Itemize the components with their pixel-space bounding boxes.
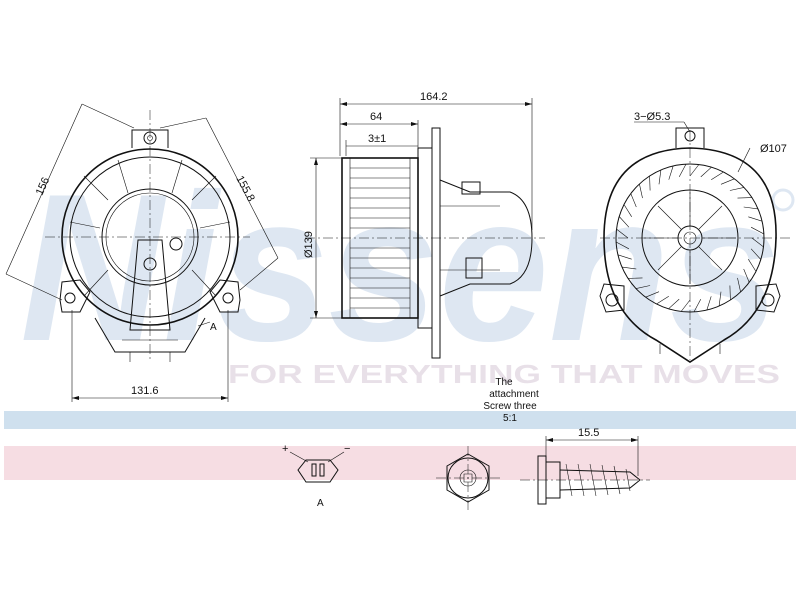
blade bbox=[621, 266, 637, 270]
blade bbox=[668, 298, 680, 310]
blade bbox=[743, 206, 759, 210]
blade bbox=[656, 296, 669, 305]
connector-minus: − bbox=[344, 443, 350, 455]
side-view: 164.2 64 3±1 Ø139 The attachment Screw t… bbox=[303, 91, 545, 424]
dim-64: 64 bbox=[370, 111, 382, 123]
blade bbox=[623, 204, 632, 217]
note-line-4: 5:1 bbox=[503, 413, 517, 424]
blade bbox=[737, 197, 753, 199]
blade bbox=[748, 259, 757, 272]
dim-15-5: 15.5 bbox=[578, 427, 599, 439]
connector-detail: + − A bbox=[282, 443, 350, 509]
dim-3-hole-5-3: 3−Ø5.3 bbox=[634, 111, 670, 123]
fan-blades bbox=[349, 158, 411, 318]
pink-band bbox=[4, 446, 796, 480]
blade bbox=[618, 216, 630, 228]
blade bbox=[615, 241, 630, 250]
connector-label-a: A bbox=[317, 498, 324, 509]
dim-107: Ø107 bbox=[760, 143, 787, 155]
dim-131-6: 131.6 bbox=[131, 385, 159, 397]
blade bbox=[627, 277, 643, 279]
blade bbox=[748, 216, 763, 222]
blade bbox=[616, 228, 629, 239]
screw-side-view: 15.5 bbox=[520, 427, 650, 505]
blade bbox=[751, 237, 764, 248]
detail-ref-a: A bbox=[210, 322, 217, 333]
attachment-note: The attachment Screw three 5:1 bbox=[483, 377, 539, 424]
blade bbox=[700, 166, 712, 178]
connector-plus: + bbox=[282, 443, 288, 455]
watermark-tagline: FOR EVERYTHING THAT MOVES bbox=[228, 359, 780, 389]
blade bbox=[639, 183, 643, 199]
blade bbox=[737, 277, 741, 293]
screw-threads bbox=[565, 463, 631, 497]
dim-3-1: 3±1 bbox=[368, 133, 386, 145]
screw-head-end-view bbox=[436, 446, 500, 510]
blade bbox=[743, 268, 750, 283]
front-view: 156 155.8 131.6 A bbox=[5, 103, 279, 402]
blade bbox=[706, 296, 712, 311]
note-line-3: Screw three bbox=[483, 401, 537, 412]
hub-spokes bbox=[644, 192, 736, 284]
blue-band bbox=[4, 411, 796, 429]
blade bbox=[680, 299, 691, 312]
back-view: 3−Ø5.3 Ø107 bbox=[599, 111, 790, 363]
blade bbox=[649, 175, 651, 191]
blade bbox=[645, 291, 660, 298]
blade bbox=[630, 193, 637, 208]
blade bbox=[635, 285, 651, 289]
blade bbox=[658, 169, 662, 185]
blade bbox=[718, 291, 722, 307]
blade bbox=[750, 226, 765, 235]
blade-ring bbox=[615, 163, 765, 313]
blade bbox=[693, 298, 702, 313]
blade bbox=[678, 163, 687, 178]
blade bbox=[729, 285, 731, 301]
blade bbox=[617, 254, 632, 260]
watermark-brand: Nissens bbox=[20, 150, 780, 385]
watermark-registered-icon bbox=[771, 188, 795, 212]
blade bbox=[729, 187, 745, 191]
blade bbox=[668, 165, 674, 180]
front-ribs bbox=[69, 159, 231, 297]
dim-139: Ø139 bbox=[303, 231, 315, 258]
blade bbox=[689, 164, 700, 177]
dim-164-2: 164.2 bbox=[420, 91, 448, 103]
blade bbox=[750, 248, 762, 260]
blade bbox=[711, 171, 724, 180]
note-line-2: attachment bbox=[489, 389, 539, 400]
blade bbox=[720, 178, 735, 185]
note-line-1: The bbox=[495, 377, 513, 388]
